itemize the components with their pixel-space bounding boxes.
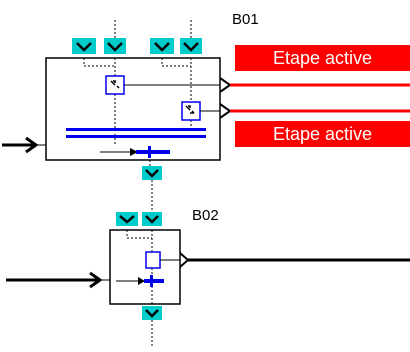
- b01-step-1-icon[interactable]: [105, 75, 125, 95]
- b01-main-input-arrow: [2, 136, 46, 154]
- b01-input-connectors: [72, 20, 202, 54]
- b01-outputs: [219, 77, 410, 119]
- block-b02-label: B02: [192, 207, 219, 224]
- b01-sync-bar-top: [66, 128, 206, 131]
- b01-sync-bar-bottom: [66, 135, 206, 138]
- b01-step-2-icon[interactable]: [181, 101, 201, 121]
- b02-output: [179, 252, 410, 268]
- b02-input-1-icon[interactable]: [116, 212, 138, 226]
- b02-input-2-icon[interactable]: [142, 212, 162, 226]
- status-badge-active-1-text: Etape active: [272, 48, 373, 68]
- status-badge-active-2-text: Etape active: [272, 124, 373, 144]
- b02-output-connector-icon[interactable]: [142, 306, 162, 320]
- block-b01-label: B01: [232, 11, 259, 28]
- b02-step-icon[interactable]: [145, 251, 161, 269]
- block-b02[interactable]: [109, 229, 181, 305]
- b01-output-connector-icon[interactable]: [142, 166, 162, 180]
- b01-input-4-icon[interactable]: [180, 38, 202, 54]
- status-badge-active-1: Etape active: [235, 45, 410, 71]
- b01-input-1-icon[interactable]: [72, 38, 96, 54]
- b02-main-input-arrow: [6, 271, 110, 289]
- block-b01[interactable]: [45, 57, 221, 168]
- b01-input-2-icon[interactable]: [104, 38, 126, 54]
- status-badge-active-2: Etape active: [235, 121, 410, 147]
- b01-input-3-icon[interactable]: [150, 38, 174, 54]
